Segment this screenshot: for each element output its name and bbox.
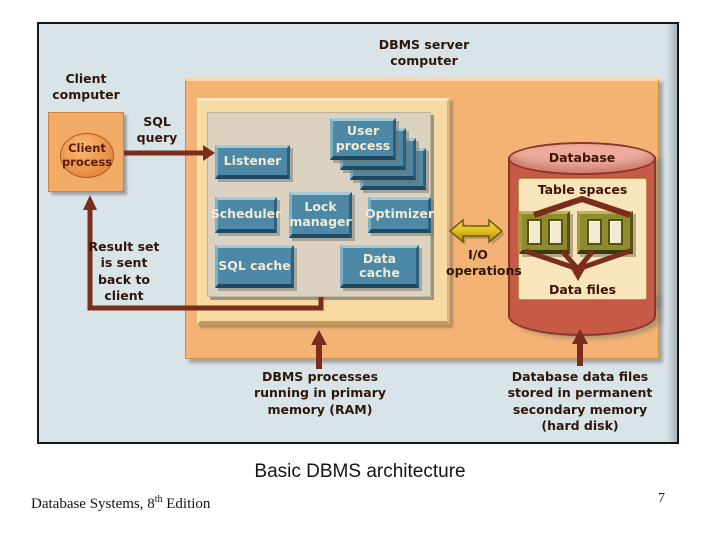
table-space-cell <box>587 219 602 245</box>
sql-query-label: SQL query <box>136 114 178 146</box>
database-cylinder-top <box>508 142 656 175</box>
db-data-files-note: Database data files stored in permanent … <box>507 369 653 433</box>
architecture-diagram: Client computer Client process SQL query… <box>37 22 679 444</box>
database-label: Database <box>548 150 616 165</box>
page-number: 7 <box>658 491 665 506</box>
dbms-server-label: DBMS server computer <box>378 37 470 69</box>
diagram-edge-shade <box>666 24 677 442</box>
slide-caption: Basic DBMS architecture <box>254 461 466 482</box>
table-space-group-right <box>577 211 633 254</box>
result-set-label: Result set is sent back to client <box>88 239 160 303</box>
slide-footer: Database Systems, 8th Edition <box>31 494 211 512</box>
lock-manager-box: Lock manager <box>289 192 352 238</box>
optimizer-box: Optimizer <box>365 197 434 233</box>
scheduler-box: Scheduler <box>211 197 281 233</box>
user-process-box: User process <box>330 118 396 160</box>
table-space-cell <box>608 219 623 245</box>
listener-box: Listener <box>215 145 290 179</box>
data-files-label: Data files <box>548 282 617 297</box>
dbms-processes-note: DBMS processes running in primary memory… <box>253 369 387 417</box>
table-space-cell <box>526 219 542 245</box>
table-space-cell <box>547 219 563 245</box>
data-cache-box: Data cache <box>340 245 419 288</box>
table-spaces-label: Table spaces <box>537 182 628 197</box>
table-space-group-left <box>519 211 570 254</box>
io-operations-label: I/O operations <box>446 247 522 279</box>
sql-cache-box: SQL cache <box>215 245 294 288</box>
client-process-node: Client process <box>60 133 114 178</box>
client-computer-label: Client computer <box>52 71 120 103</box>
